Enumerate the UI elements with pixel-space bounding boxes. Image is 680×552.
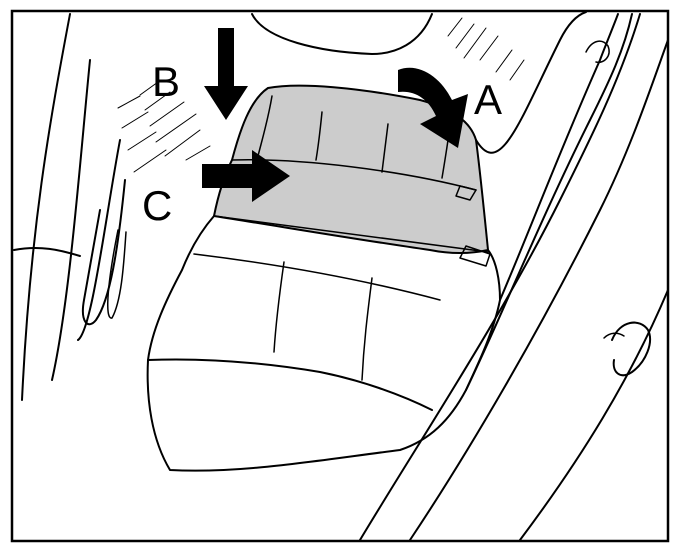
arrow-c-shape bbox=[202, 150, 290, 202]
arrow-b-shape bbox=[204, 28, 248, 120]
hatch-lines-right bbox=[447, 17, 525, 81]
arrow-a-shape bbox=[398, 67, 468, 148]
label-b: B bbox=[152, 58, 180, 105]
arrow-c bbox=[202, 150, 290, 202]
right-door-lines bbox=[359, 11, 669, 541]
hatch-lines-left bbox=[117, 81, 211, 173]
label-a: A bbox=[474, 76, 502, 123]
seat-cushion bbox=[146, 215, 501, 472]
label-c: C bbox=[142, 182, 172, 229]
arrow-b bbox=[204, 28, 248, 120]
door-handle bbox=[603, 321, 651, 377]
seatback-shape bbox=[212, 84, 490, 254]
arrow-a bbox=[398, 67, 468, 148]
left-door-lines bbox=[13, 13, 127, 401]
rear-window-outline bbox=[251, 13, 433, 55]
